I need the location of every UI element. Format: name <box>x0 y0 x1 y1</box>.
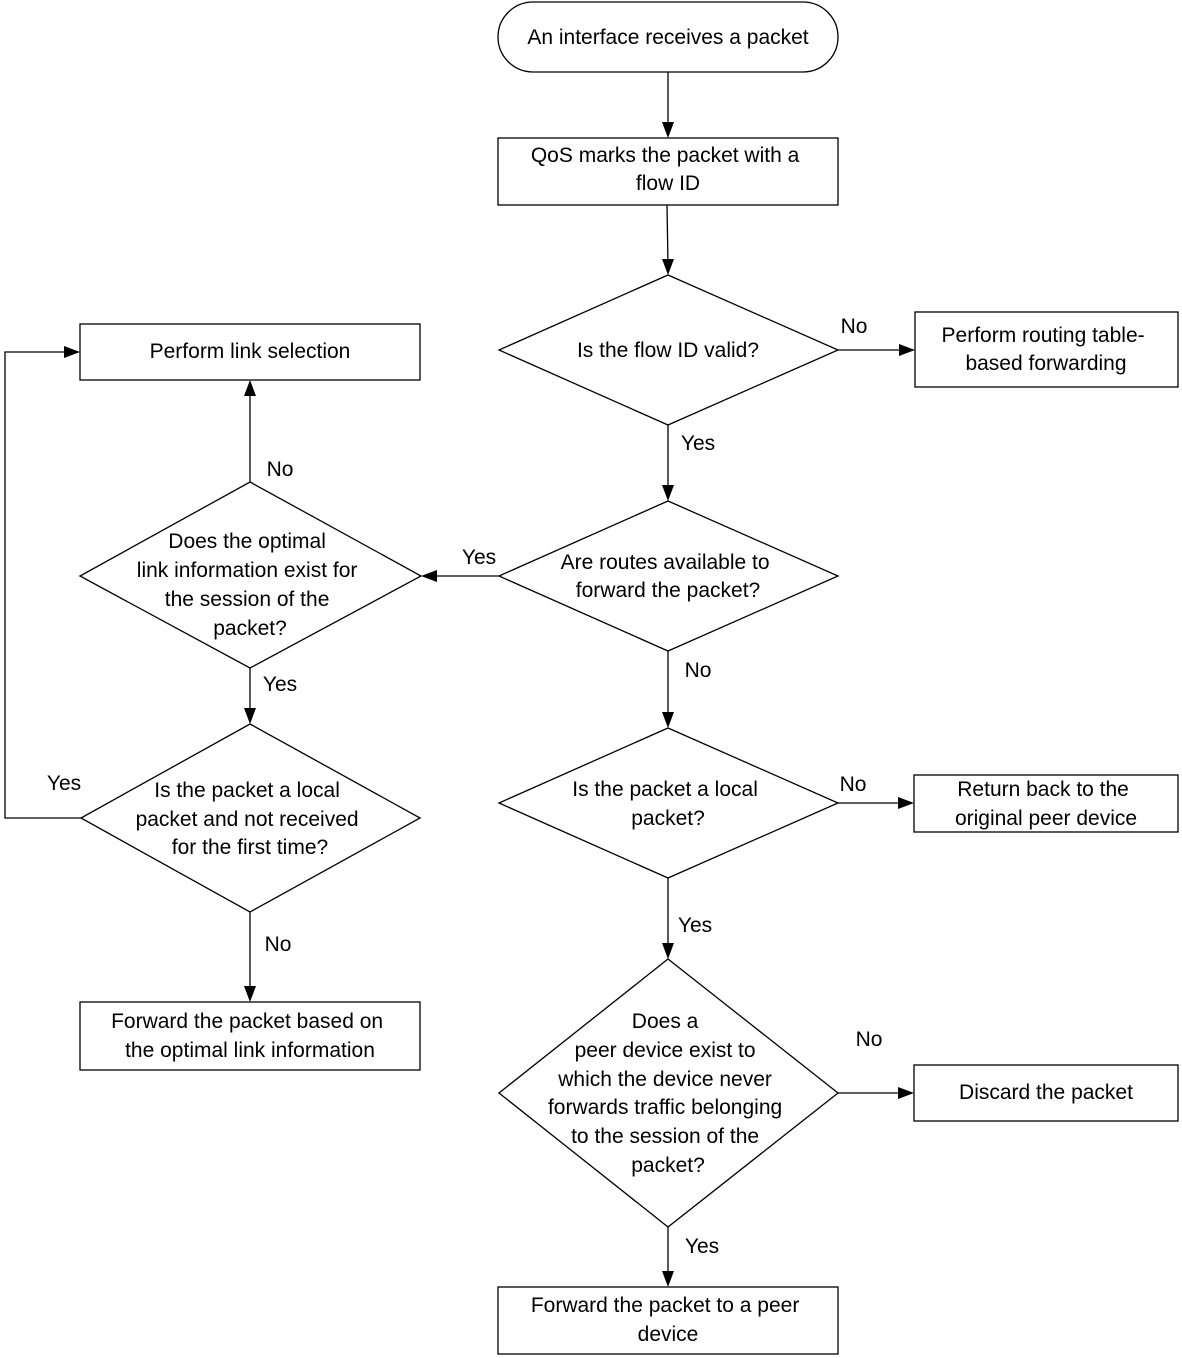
start-terminator <box>497 1 839 73</box>
label-line: packet? <box>213 617 287 640</box>
label-line: Is the packet a local <box>572 778 758 801</box>
edge-label-peer-yes: Yes <box>685 1235 719 1258</box>
optimal-link-exists-label: Does the optimal link information exist … <box>137 530 363 640</box>
label-line: QoS marks the packet with a <box>531 144 800 167</box>
local-not-first-label: Is the packet a local packet and not rec… <box>136 779 365 859</box>
local-packet-label: Is the packet a local packet? <box>572 778 763 830</box>
edge-label-optimal-no: No <box>267 458 294 481</box>
local-not-first-decision <box>79 723 422 913</box>
arrowhead <box>662 485 674 501</box>
label-line: Perform routing table- <box>942 324 1145 347</box>
edge-label-peer-no: No <box>856 1028 883 1051</box>
label-line: forwards traffic belonging <box>548 1096 782 1119</box>
routing-table-forwarding-box <box>914 311 1179 388</box>
label-line: to the session of the <box>571 1125 759 1148</box>
label-line: flow ID <box>636 172 700 195</box>
edge-label-routes-no: No <box>685 659 712 682</box>
routes-available-decision <box>497 500 840 652</box>
edge-label-local-first-no: No <box>265 933 292 956</box>
local-packet-decision <box>497 727 840 879</box>
edge-labels: No Yes Yes No No Yes Yes No No Yes No Ye… <box>47 315 883 1258</box>
label-line: based forwarding <box>965 352 1126 375</box>
flow-id-valid-label: Is the flow ID valid? <box>577 339 759 362</box>
label-line: for the first time? <box>172 836 328 859</box>
arrowhead <box>898 797 914 809</box>
arrowhead <box>244 708 256 724</box>
label-line: the optimal link information <box>125 1039 375 1062</box>
arrowhead <box>662 712 674 728</box>
qos-mark-box <box>497 137 839 206</box>
start-label: An interface receives a packet <box>527 26 808 49</box>
arrowhead <box>244 380 256 396</box>
peer-exists-decision <box>497 958 840 1228</box>
label-line: Are routes available to <box>561 551 770 574</box>
label-line: packet? <box>631 1154 705 1177</box>
label-line: An interface receives a packet <box>527 26 808 49</box>
label-line: device <box>638 1323 699 1346</box>
label-line: the session of the <box>165 588 330 611</box>
arrowhead <box>244 986 256 1002</box>
qos-mark-label: QoS marks the packet with a flow ID <box>531 144 805 195</box>
label-line: peer device exist to <box>575 1039 756 1062</box>
optimal-link-exists-decision <box>78 481 423 669</box>
forward-peer-box <box>497 1286 839 1355</box>
forward-peer-label: Forward the packet to a peer device <box>531 1294 805 1346</box>
edge-label-flow-yes: Yes <box>681 432 715 455</box>
edge-label-local-first-yes: Yes <box>47 772 81 795</box>
label-line: packet? <box>631 807 705 830</box>
routes-available-label: Are routes available to forward the pack… <box>561 551 776 602</box>
edge-label-local-yes: Yes <box>678 914 712 937</box>
label-line: packet and not received <box>136 808 359 831</box>
label-line: which the device never <box>557 1068 772 1091</box>
nodes: An interface receives a packet QoS marks… <box>78 1 1179 1355</box>
label-line: Is the flow ID valid? <box>577 339 759 362</box>
forward-optimal-box <box>79 1001 421 1071</box>
edge-label-flow-no: No <box>841 315 868 338</box>
edge-label-routes-yes: Yes <box>462 546 496 569</box>
arrowhead <box>662 259 674 275</box>
link-selection-label: Perform link selection <box>150 340 351 363</box>
return-peer-label: Return back to the original peer device <box>955 778 1137 830</box>
label-line: Discard the packet <box>959 1081 1133 1104</box>
arrowhead <box>898 1087 914 1099</box>
link-selection-box <box>79 323 421 381</box>
edge-label-optimal-yes: Yes <box>263 673 297 696</box>
flow-id-valid-decision <box>497 274 840 426</box>
label-line: original peer device <box>955 807 1137 830</box>
arrowhead <box>662 943 674 959</box>
discard-label: Discard the packet <box>959 1081 1133 1104</box>
peer-exists-label: Does a peer device exist to which the de… <box>548 1010 788 1177</box>
label-line: Does the optimal <box>168 530 326 553</box>
return-peer-box <box>913 774 1179 833</box>
arrowhead <box>421 570 437 582</box>
label-line: forward the packet? <box>576 579 760 602</box>
arrowhead <box>662 122 674 138</box>
label-line: Is the packet a local <box>154 779 340 802</box>
label-line: Does a <box>632 1010 699 1033</box>
arrowhead <box>64 346 80 358</box>
label-line: Forward the packet to a peer <box>531 1294 799 1317</box>
label-line: link information exist for <box>137 559 358 582</box>
label-line: Return back to the <box>957 778 1129 801</box>
discard-box <box>913 1064 1179 1122</box>
arrowhead <box>662 1271 674 1287</box>
connectors <box>4 72 915 1287</box>
edge-qos-to-flowid <box>666 204 669 266</box>
edge-label-local-no: No <box>840 773 867 796</box>
edge-local-first-yes <box>4 351 81 819</box>
forward-optimal-label: Forward the packet based on the optimal … <box>111 1010 389 1062</box>
arrowhead <box>899 344 915 356</box>
routing-table-forwarding-label: Perform routing table- based forwarding <box>942 324 1151 375</box>
label-line: Perform link selection <box>150 340 351 363</box>
label-line: Forward the packet based on <box>111 1010 383 1033</box>
